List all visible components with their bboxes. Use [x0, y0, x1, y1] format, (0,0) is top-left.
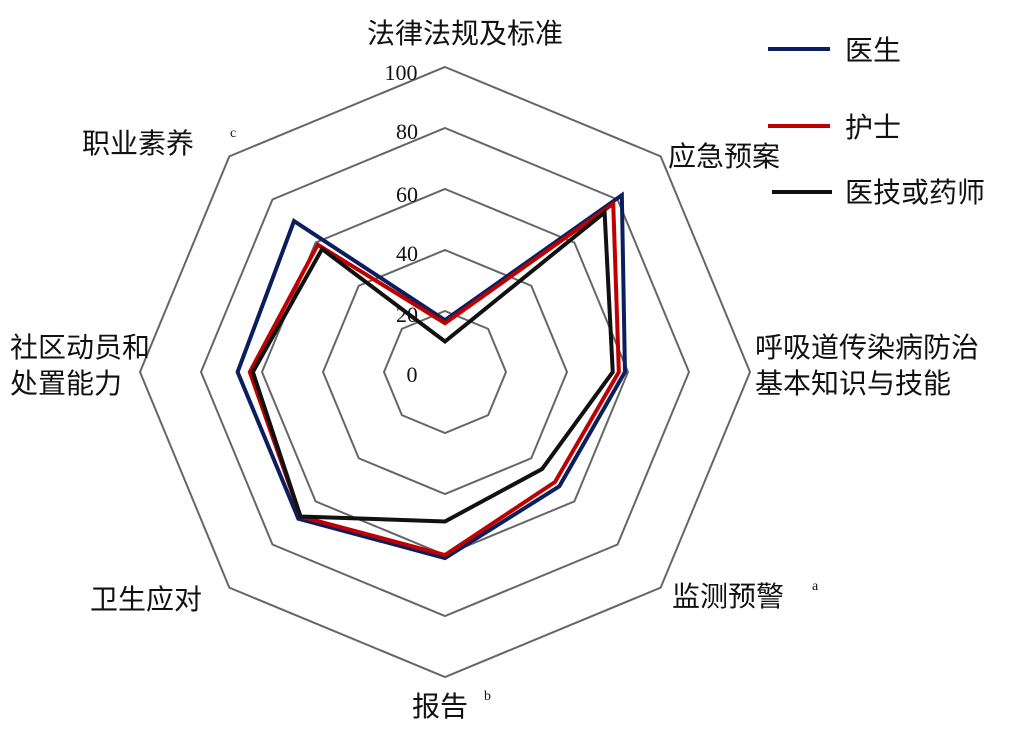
axis-sup-professionalism: c — [230, 126, 236, 141]
axis-label-emergency-plan: 应急预案 — [668, 140, 780, 173]
axis-label-respiratory-line2: 基本知识与技能 — [755, 367, 951, 400]
grid-ring-20 — [382, 309, 508, 435]
tick-label-60: 60 — [396, 182, 418, 207]
legend: 医生 护士 医技或药师 — [768, 34, 985, 209]
axis-label-report: 报告 — [412, 690, 468, 723]
tick-label-20: 20 — [396, 302, 418, 327]
axis-label-laws: 法律法规及标准 — [367, 17, 563, 50]
tick-label-0: 0 — [407, 362, 418, 387]
axis-label-health-response: 卫生应对 — [90, 583, 202, 616]
tick-label-80: 80 — [396, 119, 418, 144]
axis-label-monitoring: 监测预警 — [672, 580, 784, 613]
axis-label-professionalism: 职业素养 — [82, 127, 194, 160]
legend-label-technician: 医技或药师 — [845, 176, 985, 209]
legend-label-doctor: 医生 — [845, 34, 901, 67]
axis-label-respiratory-line1: 呼吸道传染病防治 — [755, 331, 979, 364]
axis-sup-report: b — [484, 689, 491, 704]
tick-label-40: 40 — [396, 241, 418, 266]
axis-sup-monitoring: a — [812, 579, 819, 594]
legend-label-nurse: 护士 — [845, 111, 901, 144]
grid-ring-100 — [138, 65, 752, 679]
grid-ring-80 — [199, 126, 691, 618]
axis-label-community-line1: 社区动员和 — [10, 331, 150, 364]
axis-label-community-line2: 处置能力 — [10, 367, 122, 400]
grid-ring-40 — [321, 248, 569, 496]
tick-label-100: 100 — [385, 60, 418, 85]
